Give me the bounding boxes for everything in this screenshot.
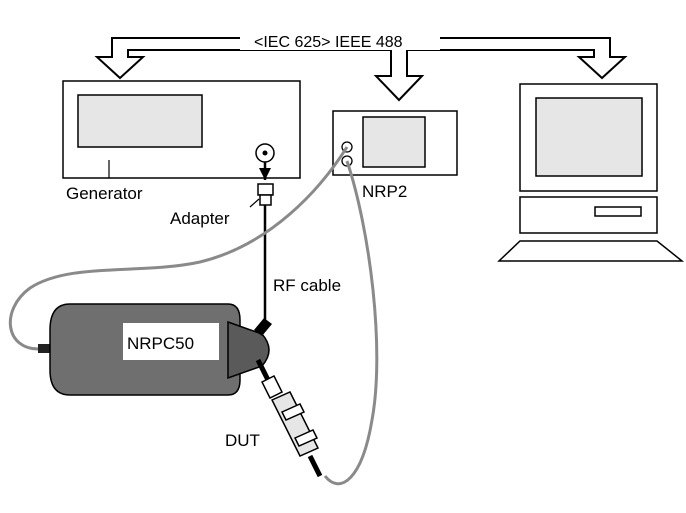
computer-screen: [535, 97, 643, 177]
computer-keyboard: [497, 240, 685, 262]
nrp2-display: [362, 116, 426, 168]
computer: [497, 83, 685, 262]
bus-label: <IEC 625> IEEE 488: [254, 34, 403, 51]
dut-label: DUT: [225, 431, 260, 450]
adapter-label: Adapter: [170, 209, 230, 228]
nrp2: [332, 110, 458, 176]
sensor-label: NRPC50: [127, 334, 194, 353]
ieee488-bus: [94, 37, 628, 102]
rf-cable-label: RF cable: [273, 276, 341, 295]
generator: [62, 80, 301, 179]
sensor-cable-to-dut: [323, 160, 379, 486]
sensor-cable-to-nrpc50: [8, 146, 349, 351]
nrp2-label: NRP2: [362, 182, 407, 201]
sensor-rear-connector: [38, 344, 56, 353]
generator-rf-output-core: [262, 150, 268, 156]
generator-label: Generator: [66, 184, 143, 203]
sensor-label-plate: [123, 323, 219, 360]
sensor-rf-port: [254, 318, 272, 336]
generator-display: [77, 94, 203, 148]
bus-label-background: [240, 32, 440, 50]
computer-drive-slot: [594, 206, 642, 217]
dut: [255, 358, 323, 478]
